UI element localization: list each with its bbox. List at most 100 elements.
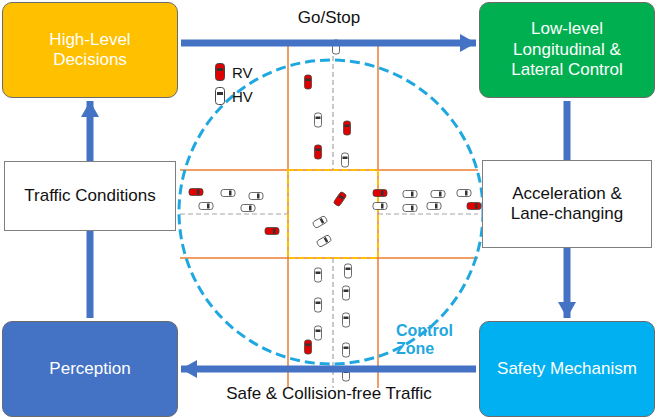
vehicle-body: [343, 313, 350, 327]
vehicle-body: [373, 203, 387, 210]
flow-arrow: [181, 366, 476, 373]
vehicle: [457, 190, 471, 197]
vehicle-body: [431, 191, 445, 198]
box-label: Low-level Longitudinal & Lateral Control: [480, 19, 654, 80]
vehicle: [221, 190, 235, 197]
zone-label: Control Zone: [396, 322, 456, 359]
vehicle: [343, 313, 350, 327]
vehicle-body: [315, 145, 322, 159]
process-box: Safety Mechanism: [479, 321, 655, 417]
vehicle-icon: [214, 62, 226, 82]
edge-label: Go/Stop: [229, 8, 429, 28]
vehicle-window: [344, 317, 349, 320]
vehicle-window: [306, 344, 311, 347]
vehicle: [312, 215, 328, 228]
vehicle-body: [249, 193, 263, 200]
vehicle-window: [381, 191, 384, 196]
vehicle: [342, 153, 349, 167]
vehicle-window: [316, 302, 321, 305]
vehicle: [467, 203, 481, 210]
vehicle-window: [344, 290, 349, 293]
vehicle-body: [343, 286, 350, 300]
vehicle-window: [346, 268, 351, 271]
control-zone-circle: [179, 60, 483, 364]
vehicle-body: [305, 340, 312, 354]
vehicle-body: [315, 268, 322, 282]
vehicle-window: [343, 157, 348, 160]
process-box: Low-level Longitudinal & Lateral Control: [479, 2, 655, 98]
vehicle: [265, 228, 279, 235]
vehicle: [343, 286, 350, 300]
vehicle-body: [305, 75, 312, 89]
vehicle-body: [427, 203, 441, 210]
vehicle-window: [435, 204, 438, 209]
vehicle-window: [257, 194, 260, 199]
vehicle-body: [467, 203, 481, 210]
vehicle-body: [316, 234, 332, 247]
process-box: Perception: [2, 321, 178, 417]
vehicle-window: [229, 191, 232, 196]
vehicle-window: [273, 229, 276, 234]
vehicle-window: [411, 192, 414, 197]
vehicle-window: [475, 204, 478, 209]
box-label: Perception: [35, 359, 144, 379]
vehicle-body: [241, 205, 255, 212]
vehicle-window: [316, 149, 321, 152]
flow-arrow: [181, 40, 476, 47]
vehicle-window: [306, 79, 311, 82]
vehicle-window: [439, 192, 442, 197]
vehicle: [315, 298, 322, 312]
vehicle: [345, 264, 352, 278]
vehicle-window: [316, 117, 321, 120]
vehicle: [403, 205, 417, 212]
vehicle-body: [342, 153, 349, 167]
legend-item: RV: [214, 62, 253, 82]
vehicle-body: [199, 203, 213, 210]
vehicle-body: [343, 343, 350, 357]
center-lines: [180, 40, 478, 388]
lane-divider: [332, 40, 333, 170]
vehicles: [189, 40, 481, 381]
vehicle-body: [333, 191, 347, 206]
vehicle-body: [373, 190, 387, 197]
vehicle-body: [403, 205, 417, 212]
vehicle: [431, 191, 445, 198]
vehicle-window: [339, 195, 345, 200]
vehicle: [373, 203, 387, 210]
legend-text: RV: [232, 64, 253, 81]
vehicle: [316, 234, 332, 247]
conflict-zone: [288, 170, 378, 258]
vehicle: [315, 145, 322, 159]
box-label: Safety Mechanism: [483, 359, 651, 379]
vehicle: [315, 268, 322, 282]
vehicle-window: [316, 330, 321, 333]
vehicle-window: [217, 92, 223, 95]
vehicle: [427, 203, 441, 210]
vehicle-window: [381, 204, 384, 209]
vehicle: [199, 203, 213, 210]
vehicle-window: [324, 237, 329, 243]
vehicle-window: [217, 68, 223, 71]
vehicle-body: [216, 88, 225, 105]
vehicle: [315, 326, 322, 340]
vehicle-body: [216, 64, 225, 81]
vehicle-window: [316, 272, 321, 275]
vehicle-window: [465, 191, 468, 196]
vehicle-window: [197, 190, 200, 195]
vehicle-body: [457, 190, 471, 197]
vehicle: [333, 191, 347, 206]
vehicle-window: [411, 206, 414, 211]
edge-label: Safe & Collision-free Traffic: [184, 384, 474, 404]
vehicle-body: [345, 264, 352, 278]
vehicle-body: [315, 326, 322, 340]
vehicle-icon: [214, 86, 226, 106]
legend-item: HV: [214, 86, 253, 106]
vehicle: [249, 193, 263, 200]
edge-label: Acceleration & Lane-changing: [482, 160, 652, 248]
vehicle-body: [221, 190, 235, 197]
vehicle: [373, 190, 387, 197]
vehicle-window: [344, 347, 349, 350]
vehicle: [344, 121, 351, 135]
vehicle: [343, 343, 350, 357]
